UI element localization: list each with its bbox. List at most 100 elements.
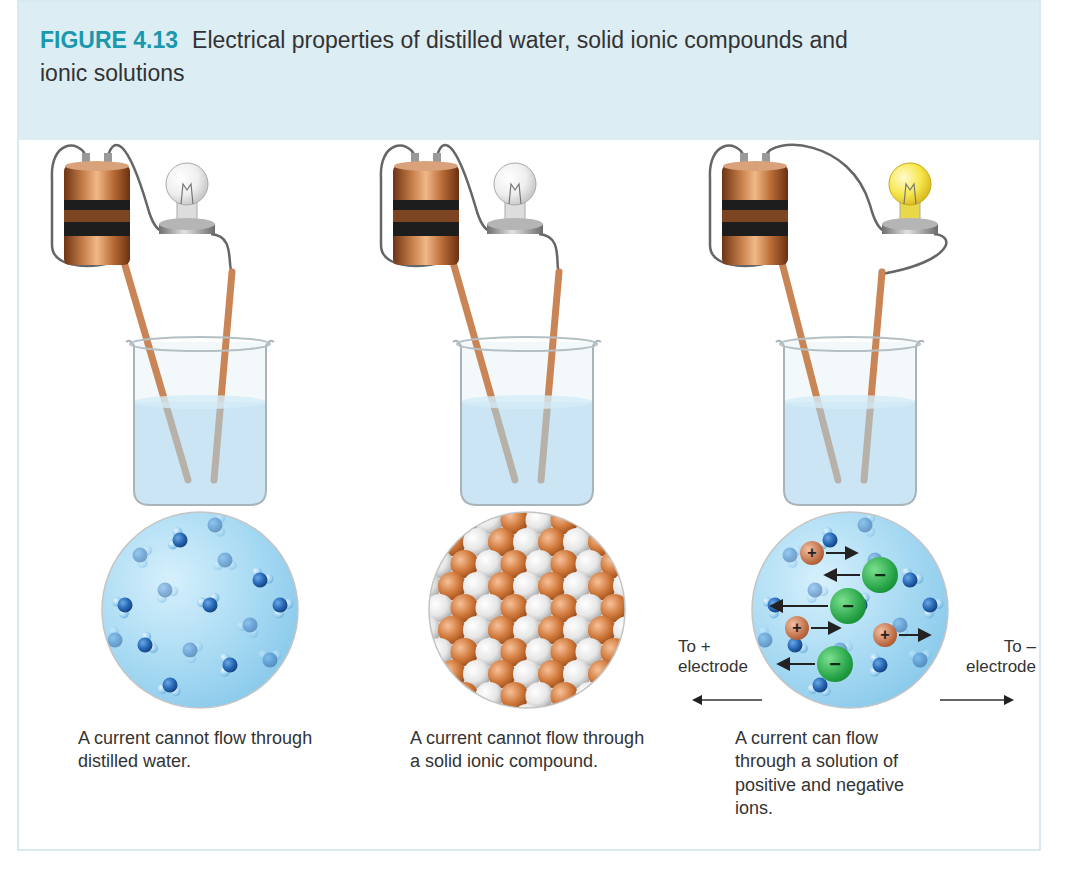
- motion-arrow: [779, 663, 815, 665]
- anion-sphere: [463, 704, 491, 732]
- oxygen-atom: [813, 678, 828, 693]
- header-band: [19, 2, 1039, 140]
- bulb-base-top: [882, 218, 938, 230]
- water-molecule: [902, 567, 924, 587]
- magnified-outline: [102, 512, 298, 708]
- battery-band: [64, 200, 130, 236]
- cation-sphere: [651, 550, 679, 578]
- cation-sphere: [401, 638, 429, 666]
- cation-sphere: [388, 484, 416, 512]
- anion-sphere: [513, 484, 541, 512]
- motion-arrow: [811, 627, 839, 629]
- cation: +: [873, 623, 897, 647]
- water-molecule: [870, 653, 888, 676]
- battery: [722, 165, 788, 265]
- bulb-glass: [166, 163, 208, 205]
- liquid-surface: [134, 395, 266, 409]
- water-molecule: [168, 527, 188, 550]
- water-molecule: [858, 513, 876, 536]
- motion-arrow: [826, 574, 860, 576]
- ion-charge: +: [807, 545, 816, 561]
- water-molecule: [258, 650, 281, 668]
- cation-sphere: [638, 528, 666, 556]
- cation-sphere: [638, 484, 666, 512]
- liquid-surface: [784, 395, 916, 409]
- bulb-filament: [509, 184, 521, 204]
- anion-sphere: [626, 682, 654, 710]
- oxygen-atom: [158, 583, 173, 598]
- ion-charge: −: [829, 654, 841, 674]
- oxygen-atom: [208, 518, 223, 533]
- cation-sphere: [488, 704, 516, 732]
- anion-sphere: [613, 704, 641, 732]
- water-molecule: [237, 618, 259, 638]
- solution-ground: [102, 512, 298, 708]
- cation: +: [800, 541, 824, 565]
- water-molecule: [220, 653, 238, 676]
- cation-sphere: [588, 484, 616, 512]
- oxygen-atom: [263, 653, 278, 668]
- beaker-glass: [453, 341, 601, 505]
- cation-sphere: [401, 550, 429, 578]
- oxygen-atom: [823, 533, 838, 548]
- apparatus: [710, 145, 948, 708]
- cation-sphere: [651, 638, 679, 666]
- anion: −: [830, 588, 866, 624]
- oxygen-atom: [203, 598, 218, 613]
- motion-arrow: [899, 634, 929, 636]
- bulb-base-top: [159, 218, 215, 230]
- oxygen-atom: [133, 548, 148, 563]
- anion-sphere: [426, 682, 454, 710]
- apparatus: [52, 145, 298, 708]
- liquid: [784, 402, 916, 505]
- anion-sphere: [626, 550, 654, 578]
- anion-sphere: [563, 704, 591, 732]
- beaker-outline: [453, 341, 601, 505]
- oxygen-atom: [253, 573, 268, 588]
- figure-number: FIGURE 4.13: [40, 27, 178, 53]
- oxygen-atom: [808, 583, 823, 598]
- magnified-outline: [752, 512, 948, 708]
- anion-sphere: [613, 528, 641, 556]
- liquid: [461, 402, 593, 505]
- motion-arrow: [772, 605, 828, 607]
- water-molecule: [762, 597, 782, 619]
- water-molecule: [183, 642, 203, 664]
- bulb-glass: [494, 163, 536, 205]
- cation-sphere: [388, 616, 416, 644]
- water-molecule: [197, 593, 220, 613]
- magnified-view: [388, 484, 679, 732]
- anion-sphere: [626, 506, 654, 534]
- beaker-outline: [776, 341, 924, 505]
- cation-sphere: [651, 506, 679, 534]
- oxygen-atom: [118, 598, 133, 613]
- battery-top: [65, 161, 129, 171]
- battery-band: [393, 200, 459, 236]
- ion-charge: −: [842, 596, 854, 616]
- beaker-rim: [780, 337, 920, 351]
- anion-sphere: [613, 484, 641, 512]
- water-molecule: [133, 545, 153, 568]
- water-molecule: [157, 583, 179, 603]
- oxygen-atom: [758, 633, 773, 648]
- cation-sphere: [538, 484, 566, 512]
- oxygen-atom: [273, 598, 288, 613]
- electrode-label: To – electrode: [954, 637, 1036, 678]
- cation-sphere: [438, 484, 466, 512]
- cation-sphere: [601, 682, 629, 710]
- bulb-filament: [181, 184, 193, 204]
- water-molecule: [208, 513, 226, 536]
- water-molecule: [112, 597, 132, 619]
- cation-sphere: [638, 660, 666, 688]
- oxygen-atom: [138, 638, 153, 653]
- cation-sphere: [538, 704, 566, 732]
- oxygen-atom: [923, 598, 938, 613]
- battery: [393, 165, 459, 265]
- battery-top: [394, 161, 458, 171]
- water-molecule: [138, 632, 158, 654]
- caption-text: A current cannot flow through a solid io…: [410, 727, 650, 774]
- cation-sphere: [651, 682, 679, 710]
- cation-sphere: [638, 572, 666, 600]
